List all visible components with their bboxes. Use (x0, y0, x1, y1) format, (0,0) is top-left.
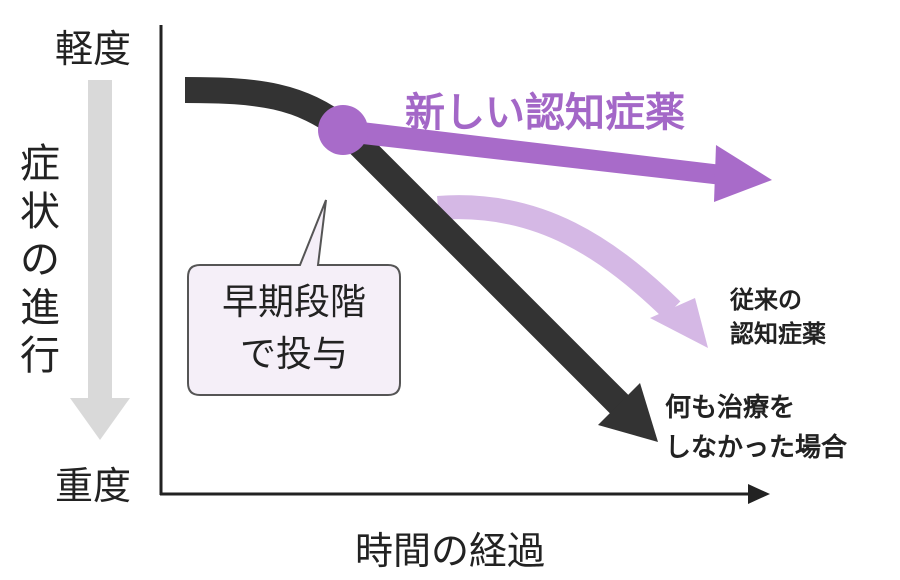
progress-down-arrow (70, 80, 130, 440)
y-axis-bottom-label: 重度 (55, 464, 132, 508)
label-line: 何も治療を (665, 393, 796, 423)
label-line: しなかった場合 (665, 433, 848, 463)
untreated-label: 何も治療を しなかった場合 (665, 388, 847, 468)
conventional-drug-label: 従来の 認知症薬 (730, 283, 826, 351)
y-axis-title-char: 症 (20, 141, 60, 187)
y-axis-title-char: 行 (20, 333, 60, 379)
y-axis-title-char: 状 (20, 189, 60, 235)
x-axis-title: 時間の経過 (355, 529, 546, 573)
callout-line: 早期段階 (221, 282, 366, 323)
x-axis-arrow (160, 484, 770, 504)
y-axis-title-char: 進 (20, 285, 60, 331)
label-line: 認知症薬 (730, 320, 826, 348)
label-line: 従来の (730, 286, 802, 314)
callout-bubble (187, 199, 401, 396)
callout-text: 早期段階 で投与 (188, 265, 400, 395)
y-axis-title-char: の (20, 237, 60, 283)
callout-line: で投与 (239, 334, 348, 375)
y-axis-top-label: 軽度 (55, 27, 132, 71)
new-drug-arrow (318, 105, 772, 202)
early-intervention-point (318, 105, 368, 155)
y-axis-title: 症 状 の 進 行 (18, 140, 62, 380)
conventional-drug-arrow (437, 195, 708, 348)
new-drug-label: 新しい認知症薬 (405, 90, 685, 136)
